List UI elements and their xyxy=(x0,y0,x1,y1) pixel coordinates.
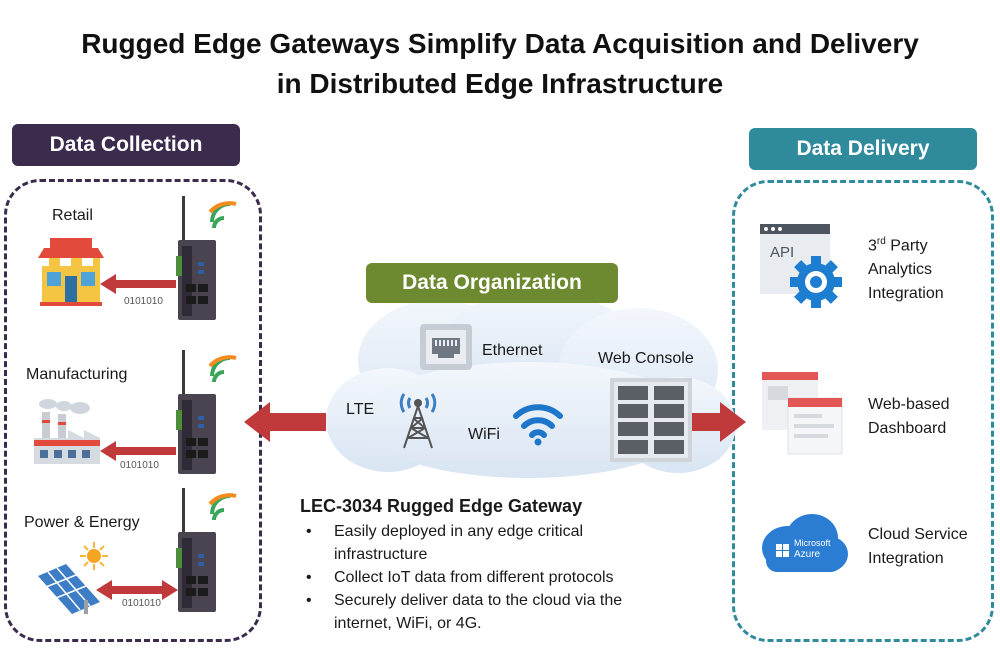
list-item: Easily deployed in any edge critical inf… xyxy=(300,520,700,566)
arrow-right-power-icon xyxy=(96,580,178,600)
arrow-left-retail-icon xyxy=(100,274,176,294)
azure-cloud-icon xyxy=(762,514,848,572)
gateway-device-icon xyxy=(176,196,237,320)
lte-label: LTE xyxy=(346,401,375,418)
api-text: API xyxy=(770,244,795,261)
list-item: Securely deliver data to the cloud via t… xyxy=(300,589,700,635)
gateway-device-icon xyxy=(176,350,237,474)
web-console-label: Web Console xyxy=(598,350,694,367)
title-line-2: in Distributed Edge Infrastructure xyxy=(276,68,724,99)
data-delivery-box xyxy=(732,180,994,642)
azure-text-line-1: Microsoft xyxy=(794,538,831,548)
server-rack-icon xyxy=(610,378,692,462)
store-icon xyxy=(38,238,104,306)
page-title: Rugged Edge Gateways Simplify Data Acqui… xyxy=(0,24,1000,104)
cell-tower-icon xyxy=(399,393,437,449)
arrow-to-collection-icon xyxy=(244,402,326,442)
cloud-service-label: Cloud Service Integration xyxy=(868,526,968,567)
data-collection-header: Data Collection xyxy=(12,124,240,166)
ethernet-port-icon xyxy=(420,324,472,370)
arrow-left-manufacturing-icon xyxy=(100,441,176,461)
third-party-analytics-label: 3rd Party Analytics Integration xyxy=(868,236,944,303)
gateway-device-icon xyxy=(176,488,237,612)
data-organization-header: Data Organization xyxy=(366,263,618,303)
title-line-1: Rugged Edge Gateways Simplify Data Acqui… xyxy=(81,28,919,59)
data-delivery-header: Data Delivery xyxy=(749,128,977,170)
wifi-icon xyxy=(513,404,563,446)
solar-panel-icon xyxy=(38,542,108,614)
binary-label-power: 0101010 xyxy=(122,598,161,609)
binary-label-retail: 0101010 xyxy=(124,296,163,307)
dashboard-windows-icon xyxy=(762,372,843,455)
manufacturing-label: Manufacturing xyxy=(26,366,128,383)
api-gear-icon xyxy=(760,224,842,308)
wifi-label: WiFi xyxy=(468,426,500,443)
binary-label-manufacturing: 0101010 xyxy=(120,460,159,471)
list-item: Collect IoT data from different protocol… xyxy=(300,566,700,589)
arrow-to-delivery-icon xyxy=(688,402,746,442)
web-dashboard-label: Web-based Dashboard xyxy=(868,396,950,437)
gateway-feature-list: Easily deployed in any edge critical inf… xyxy=(300,520,700,635)
power-energy-label: Power & Energy xyxy=(24,514,140,531)
gateway-title: LEC-3034 Rugged Edge Gateway xyxy=(300,496,583,516)
retail-label: Retail xyxy=(52,207,93,224)
factory-icon xyxy=(34,399,100,464)
ethernet-label: Ethernet xyxy=(482,342,543,359)
azure-text-line-2: Azure xyxy=(794,549,821,560)
